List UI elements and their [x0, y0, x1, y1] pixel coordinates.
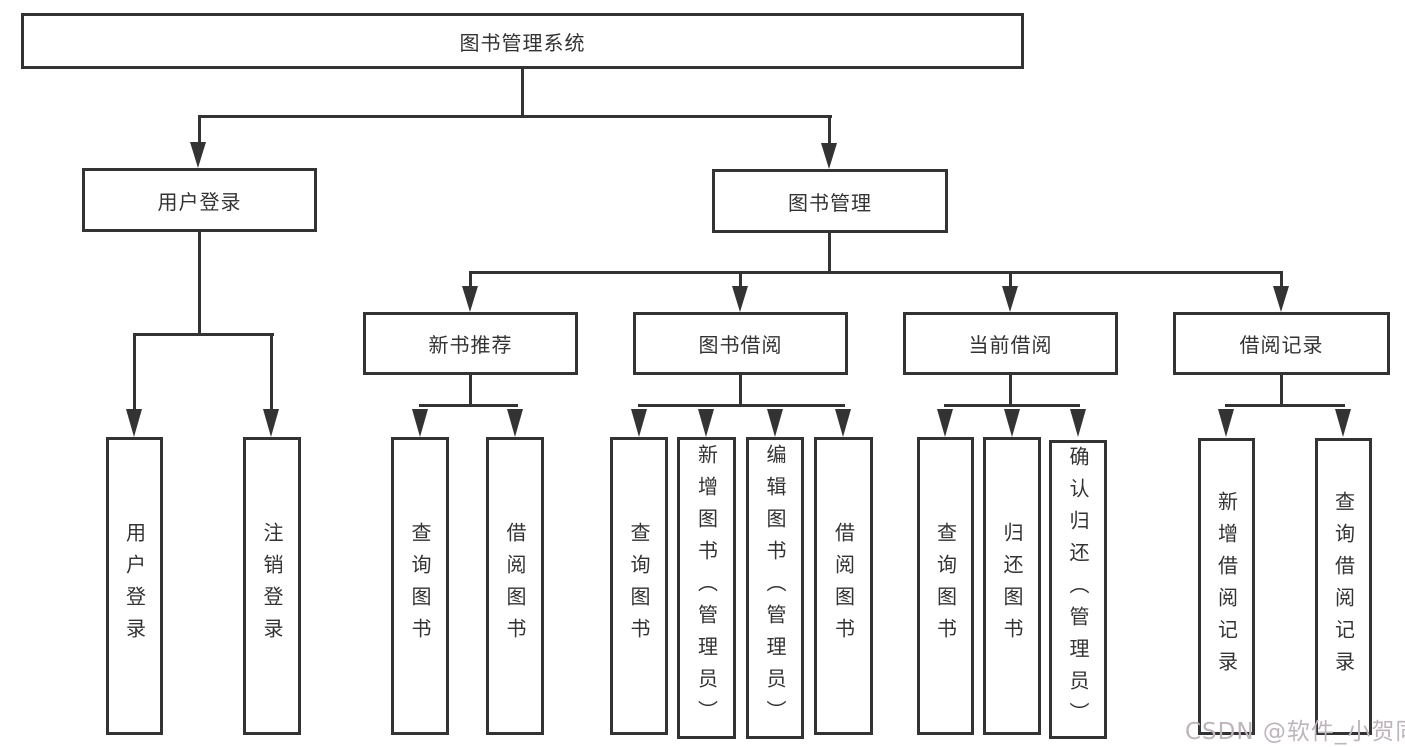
node-root: 图书管理系统 — [21, 13, 1024, 69]
connector-book-mgmt-trunk — [828, 233, 831, 274]
leaf-confirm-return-admin: 确认归还（管理员） — [1049, 440, 1107, 739]
connector-new-book-rec-branch — [419, 404, 518, 407]
leaf-add-book-admin-label: 新增图书（管理员） — [694, 444, 719, 732]
leaf-logout-label: 注销登录 — [260, 522, 284, 650]
connector-book-borrow-branch — [638, 404, 845, 407]
arrow-down-icon — [462, 286, 478, 312]
arrow-down-icon — [937, 409, 953, 437]
leaf-return-book: 归还图书 — [983, 437, 1041, 735]
arrow-down-icon — [732, 286, 748, 312]
node-root-label: 图书管理系统 — [459, 30, 586, 55]
connector-user-login-branch — [133, 333, 274, 336]
connector-book-mgmt-shaft — [828, 115, 831, 145]
leaf-logout: 注销登录 — [243, 437, 301, 735]
arrow-down-icon — [631, 409, 647, 437]
arrow-down-icon — [767, 409, 783, 437]
connector-borrow-records-trunk — [1280, 375, 1283, 407]
leaf-query-borrow-record-label: 查询借阅记录 — [1331, 490, 1356, 683]
csdn-watermark: CSDN @软件_小贺同学 — [1185, 719, 1405, 745]
leaf-borrow-borrow-book-label: 借阅图书 — [831, 522, 856, 650]
arrow-down-icon — [821, 143, 837, 169]
leaf-add-borrow-record-label: 新增借阅记录 — [1214, 490, 1239, 683]
connector-l3-shaft — [739, 271, 742, 288]
connector-leaf-shaft — [270, 333, 273, 411]
leaf-borrow-borrow-book: 借阅图书 — [814, 437, 873, 735]
node-new-book-rec-label: 新书推荐 — [428, 333, 513, 357]
connector-user-login-trunk — [198, 232, 201, 335]
arrow-down-icon — [412, 409, 428, 437]
node-book-borrow-label: 图书借阅 — [698, 333, 783, 357]
arrow-down-icon — [698, 409, 714, 437]
leaf-return-book-label: 归还图书 — [1000, 522, 1024, 650]
leaf-rec-borrow-book: 借阅图书 — [486, 437, 544, 735]
leaf-edit-book-admin-label: 编辑图书（管理员） — [763, 444, 787, 732]
connector-root-trunk — [521, 69, 524, 117]
arrow-down-icon — [507, 409, 523, 437]
leaf-rec-borrow-book-label: 借阅图书 — [503, 522, 527, 650]
connector-new-book-rec-trunk — [469, 374, 472, 407]
node-new-book-rec: 新书推荐 — [363, 312, 578, 375]
node-book-mgmt: 图书管理 — [712, 169, 948, 233]
arrow-down-icon — [1335, 409, 1351, 437]
node-current-borrow-label: 当前借阅 — [968, 333, 1053, 357]
node-book-mgmt-label: 图书管理 — [788, 190, 872, 215]
leaf-user-login: 用户登录 — [106, 437, 163, 735]
connector-current-borrow-branch — [944, 404, 1080, 407]
node-borrow-records-label: 借阅记录 — [1239, 333, 1324, 357]
connector-leaf-shaft — [133, 333, 136, 411]
connector-book-borrow-trunk — [739, 374, 742, 407]
leaf-add-borrow-record: 新增借阅记录 — [1198, 438, 1255, 735]
connector-l3-shaft — [1280, 271, 1283, 288]
arrow-down-icon — [190, 142, 206, 168]
leaf-confirm-return-admin-label: 确认归还（管理员） — [1066, 445, 1090, 734]
arrow-down-icon — [1002, 286, 1018, 312]
arrow-down-icon — [1070, 409, 1086, 437]
connector-root-branch — [198, 115, 832, 118]
node-user-login: 用户登录 — [82, 168, 317, 232]
arrow-down-icon — [1273, 286, 1289, 312]
arrow-down-icon — [1004, 409, 1020, 437]
leaf-current-query-book: 查询图书 — [917, 437, 974, 735]
arrow-down-icon — [126, 409, 142, 437]
node-borrow-records: 借阅记录 — [1173, 312, 1390, 375]
leaf-rec-query-book: 查询图书 — [391, 437, 449, 735]
leaf-user-login-label: 用户登录 — [122, 522, 147, 650]
connector-user-login-shaft — [198, 115, 201, 145]
arrow-down-icon — [263, 409, 279, 437]
node-book-borrow: 图书借阅 — [633, 312, 848, 375]
connector-book-mgmt-branch — [469, 271, 1283, 274]
leaf-borrow-query-book: 查询图书 — [610, 437, 668, 735]
connector-borrow-records-branch — [1225, 404, 1345, 407]
arrow-down-icon — [835, 409, 851, 437]
arrow-down-icon — [1218, 409, 1234, 437]
connector-l3-shaft — [469, 271, 472, 288]
node-current-borrow: 当前借阅 — [903, 312, 1118, 375]
leaf-query-borrow-record: 查询借阅记录 — [1315, 438, 1372, 735]
connector-l3-shaft — [1009, 271, 1012, 288]
leaf-borrow-query-book-label: 查询图书 — [627, 522, 651, 650]
leaf-current-query-book-label: 查询图书 — [933, 522, 958, 650]
leaf-rec-query-book-label: 查询图书 — [408, 522, 432, 650]
connector-current-borrow-trunk — [1009, 374, 1012, 407]
node-user-login-label: 用户登录 — [157, 189, 242, 214]
leaf-add-book-admin: 新增图书（管理员） — [677, 437, 736, 739]
leaf-edit-book-admin: 编辑图书（管理员） — [746, 437, 804, 739]
